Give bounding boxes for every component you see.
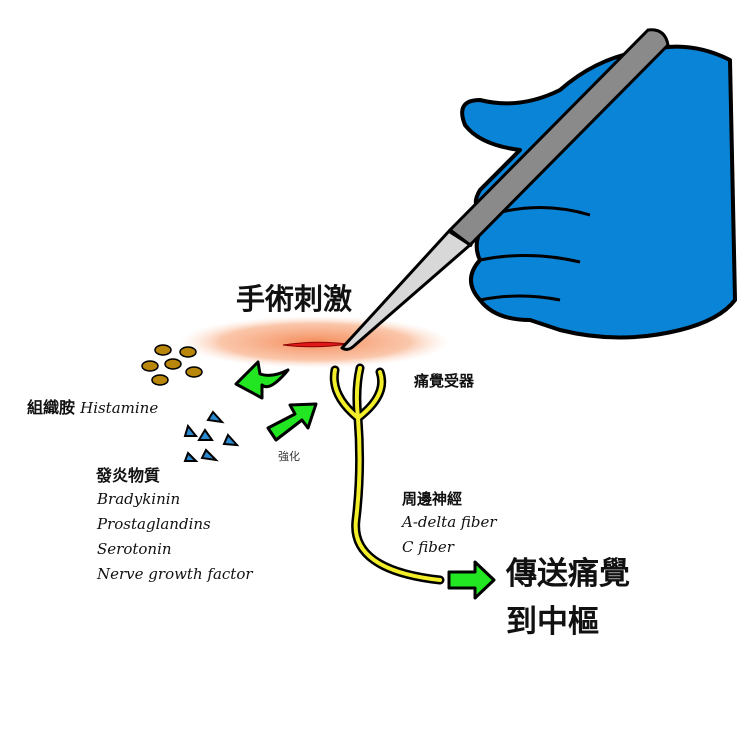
mediator-item: Nerve growth factor bbox=[97, 565, 253, 583]
nerve-fiber bbox=[329, 363, 445, 585]
transmit-arrow bbox=[447, 560, 496, 600]
mediator-item: Serotonin bbox=[97, 540, 172, 558]
receptor-label: 痛覺受器 bbox=[414, 372, 475, 390]
mediator-particles bbox=[183, 410, 240, 462]
scalpel bbox=[340, 28, 670, 351]
histamine-particles bbox=[141, 344, 203, 386]
release-arrow bbox=[234, 360, 290, 400]
title: 手術刺激 bbox=[236, 282, 353, 316]
mediator-item: Bradykinin bbox=[97, 490, 181, 508]
fiber-type: A-delta fiber bbox=[402, 513, 497, 531]
histamine-label: 組織胺 Histamine bbox=[27, 394, 158, 418]
nerve-title: 周邊神經 bbox=[402, 490, 463, 508]
histamine-en: Histamine bbox=[80, 399, 159, 417]
enhance-label: 強化 bbox=[278, 450, 300, 463]
histamine-cjk: 組織胺 bbox=[27, 398, 76, 417]
result-line2: 到中樞 bbox=[506, 604, 599, 640]
result-line1: 傳送痛覺 bbox=[506, 556, 630, 592]
inflammatory-title: 發炎物質 bbox=[96, 466, 161, 485]
gloved-hand bbox=[460, 44, 737, 340]
enhance-arrow bbox=[266, 402, 318, 442]
mediator-item: Prostaglandins bbox=[97, 515, 211, 533]
fiber-type: C fiber bbox=[402, 538, 454, 556]
